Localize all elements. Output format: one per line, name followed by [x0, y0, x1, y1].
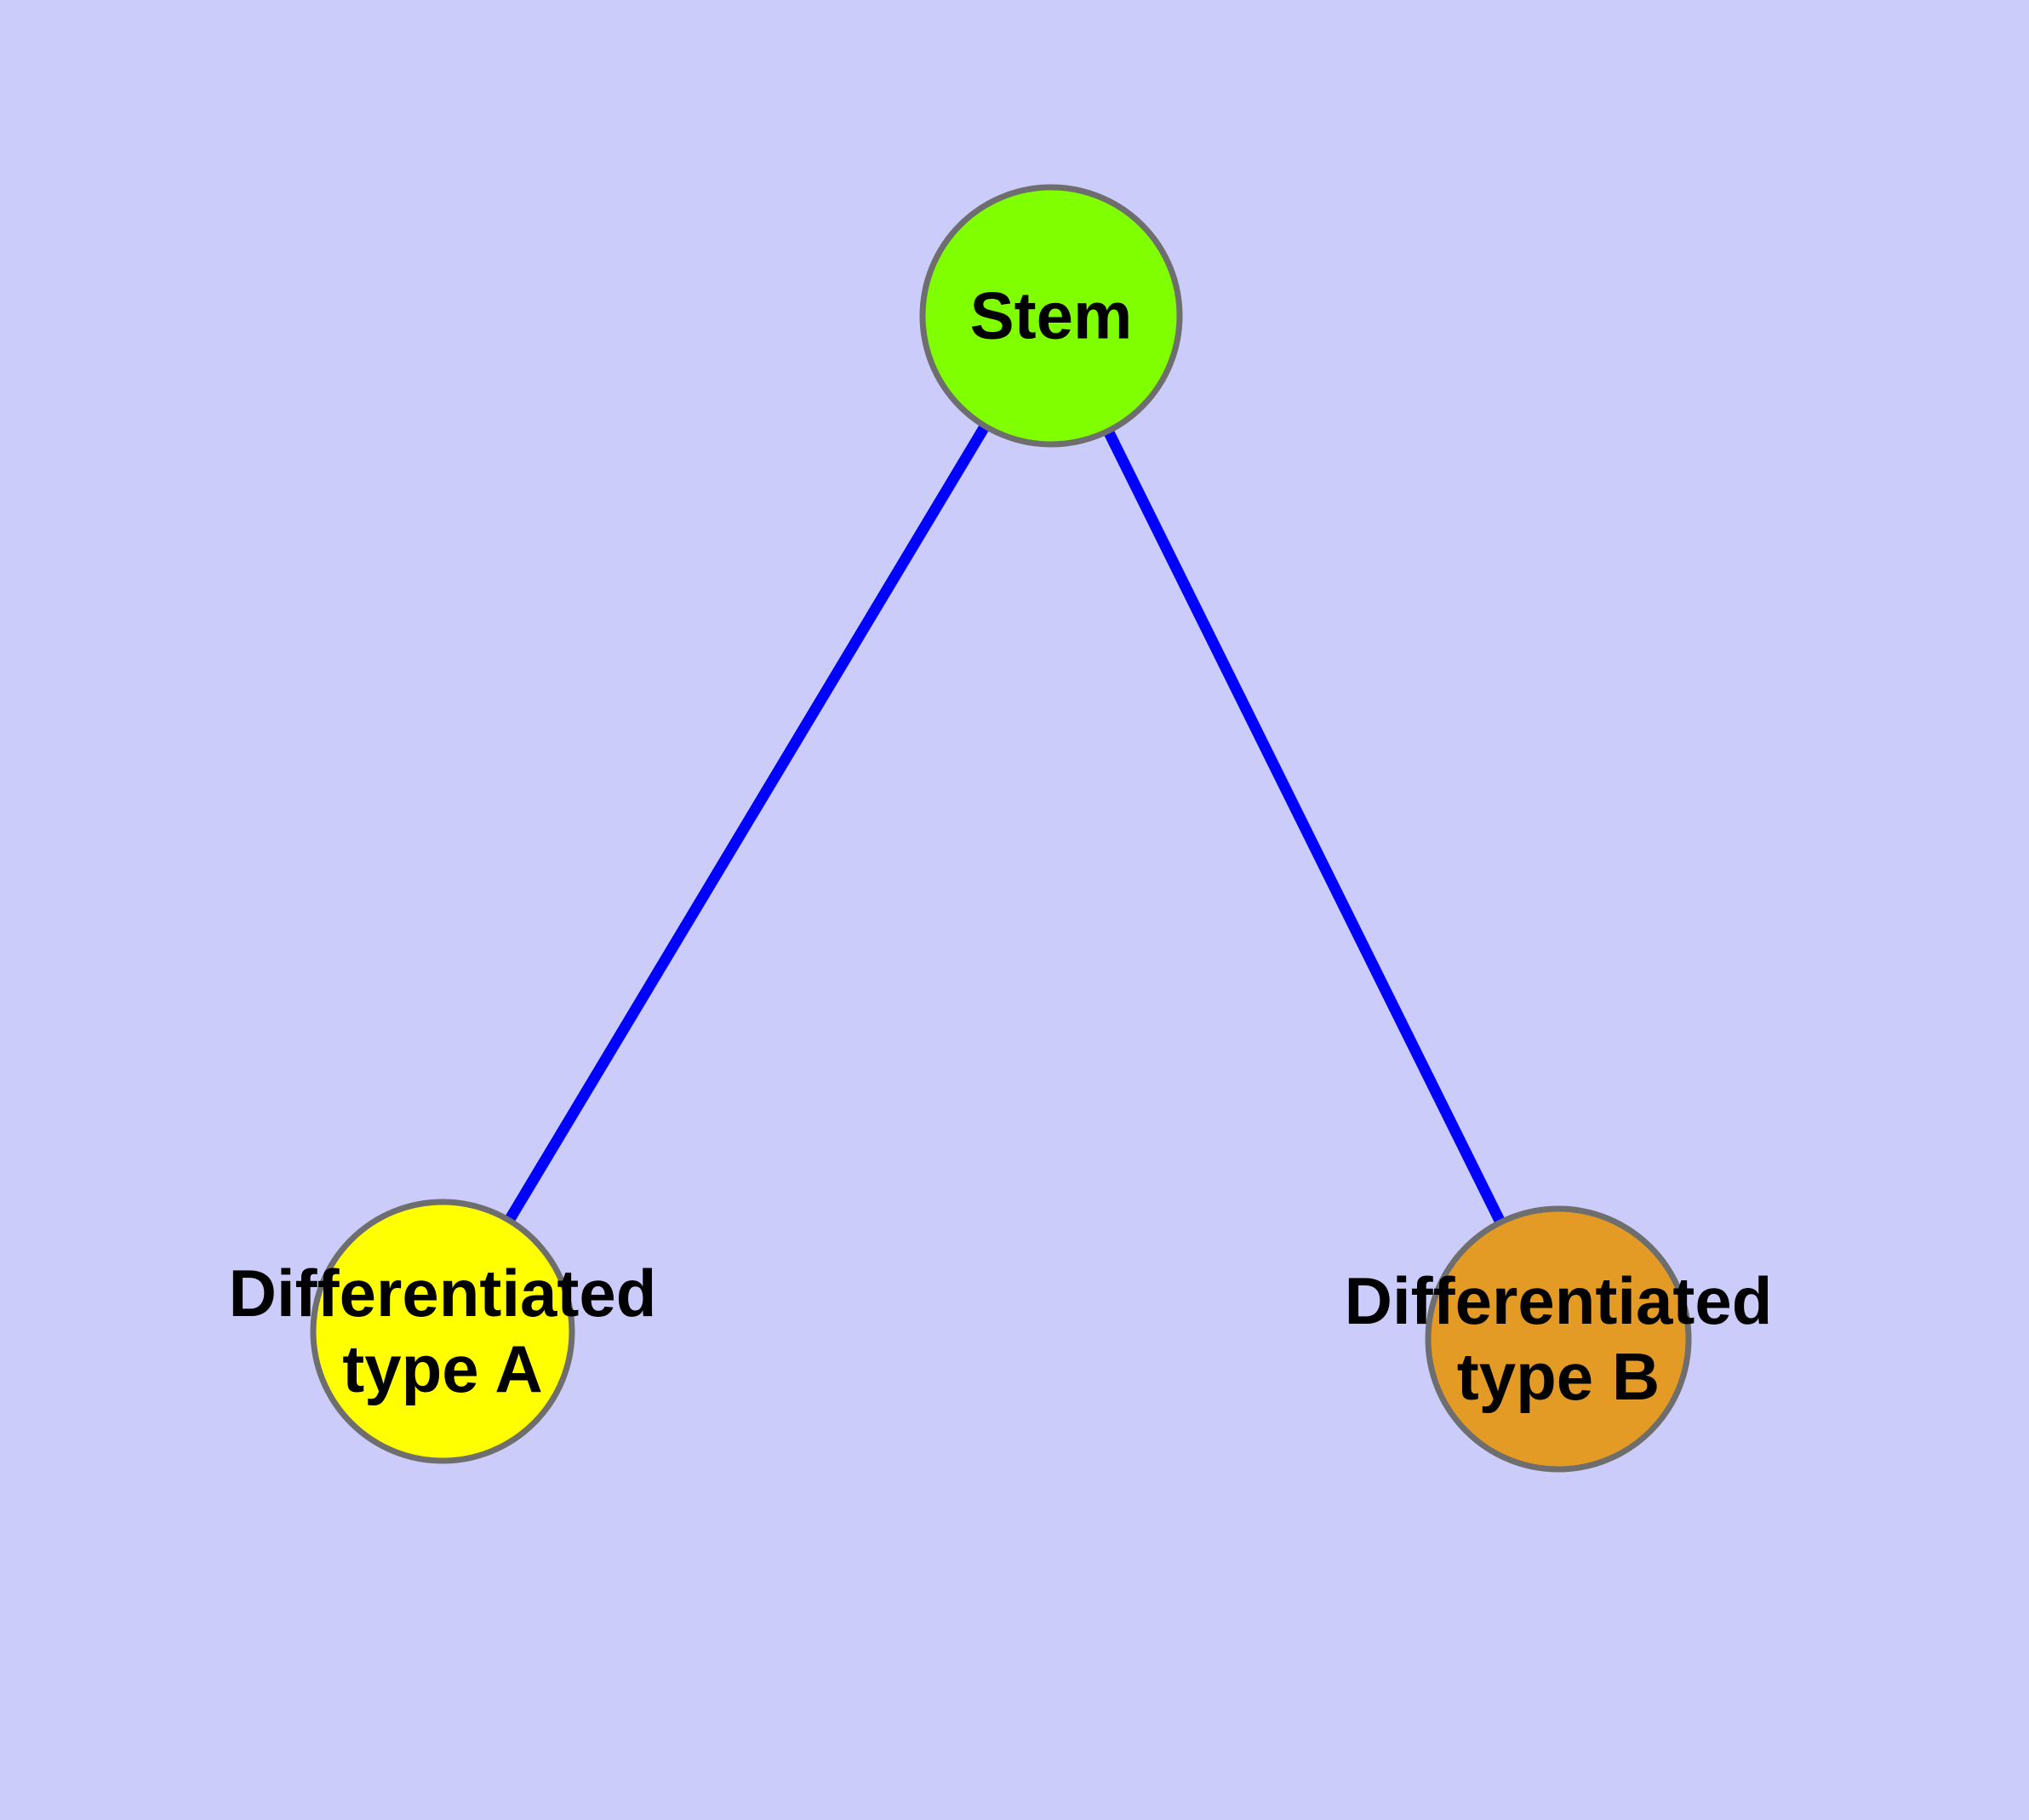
graph-edge-stem-diff_a[interactable] [437, 312, 1056, 1335]
graph-node-diff_b[interactable] [1425, 1205, 1692, 1473]
edges-layer [437, 312, 1563, 1342]
graph-edge-stem-diff_b[interactable] [1046, 313, 1563, 1342]
nodes-layer [310, 184, 1692, 1473]
graph-node-stem[interactable] [919, 184, 1183, 448]
graph-node-diff_a[interactable] [310, 1199, 575, 1464]
